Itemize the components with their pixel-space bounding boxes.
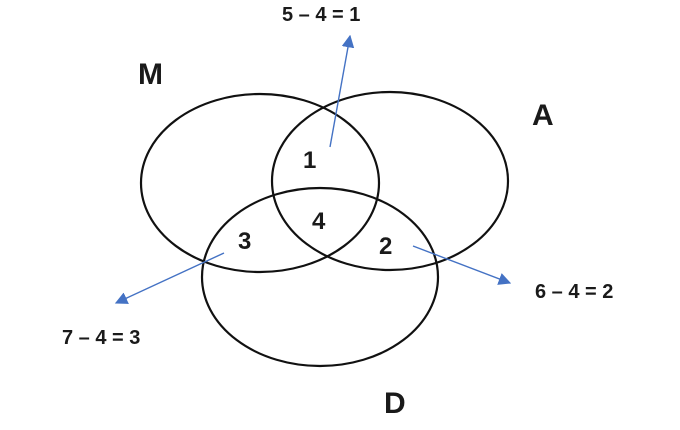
set-label-a: A [532, 99, 554, 132]
set-label-m: M [138, 58, 163, 91]
set-label-d: D [384, 387, 406, 420]
circle-m [139, 92, 381, 274]
equation-right: 6 – 4 = 2 [535, 281, 613, 303]
circle-a [270, 90, 510, 272]
equation-left: 7 – 4 = 3 [62, 327, 140, 349]
arrow-right [412, 245, 512, 285]
region-m-and-d: 3 [238, 228, 251, 255]
arrow-top [329, 34, 355, 148]
equation-top: 5 – 4 = 1 [282, 4, 360, 26]
arrow-left [114, 252, 225, 304]
region-m-and-a: 1 [303, 147, 316, 174]
region-a-and-d: 2 [379, 233, 392, 260]
circle-d [200, 186, 440, 368]
region-all-three: 4 [312, 208, 326, 235]
